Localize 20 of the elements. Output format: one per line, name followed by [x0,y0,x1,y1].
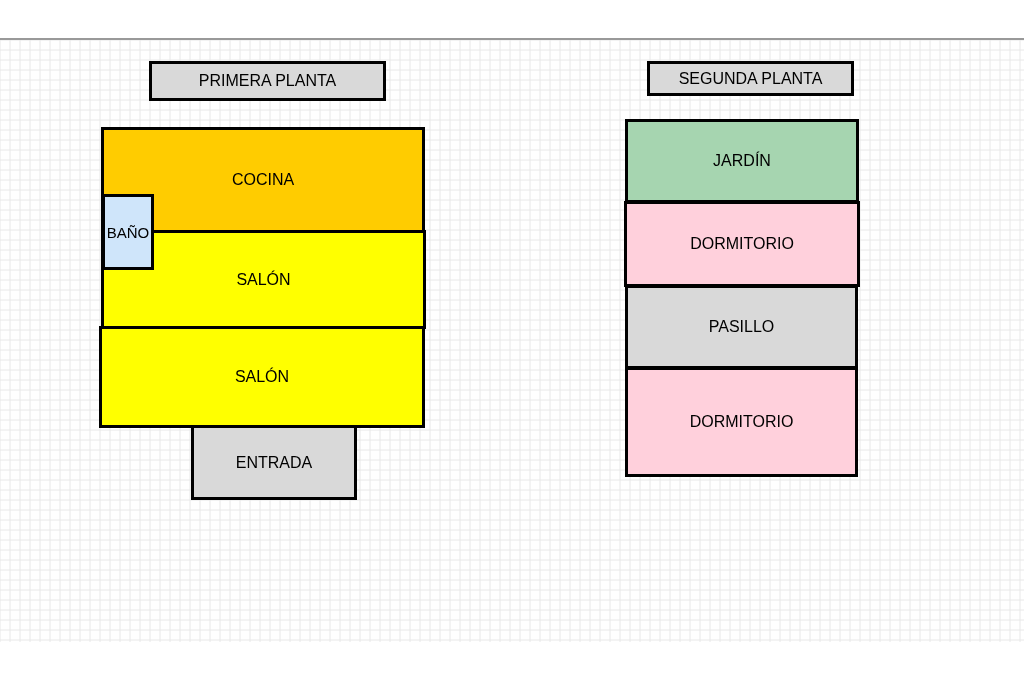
floor-title-box [149,61,386,101]
room-label: JARDÍN [713,152,771,170]
room-label: SALÓN [236,270,291,289]
bedroom-room [625,367,858,477]
room-label: PRIMERA PLANTA [198,72,337,90]
floor-title-box [647,61,854,96]
living-room [99,326,425,428]
room-label: SEGUNDA PLANTA [678,69,823,88]
entrance-room [191,425,357,500]
room-label: SALÓN [234,368,290,386]
room-label: PASILLO [708,318,775,336]
room-label: DORMITORIO [690,235,794,253]
garden-room [625,119,859,203]
hallway-room [625,285,858,369]
room-label: DORMITORIO [689,413,794,431]
room-label: ENTRADA [235,453,313,472]
bathroom-room [102,194,154,270]
bedroom-room [624,201,860,287]
room-label: COCINA [231,171,295,189]
room-label: BAÑO [106,223,150,241]
